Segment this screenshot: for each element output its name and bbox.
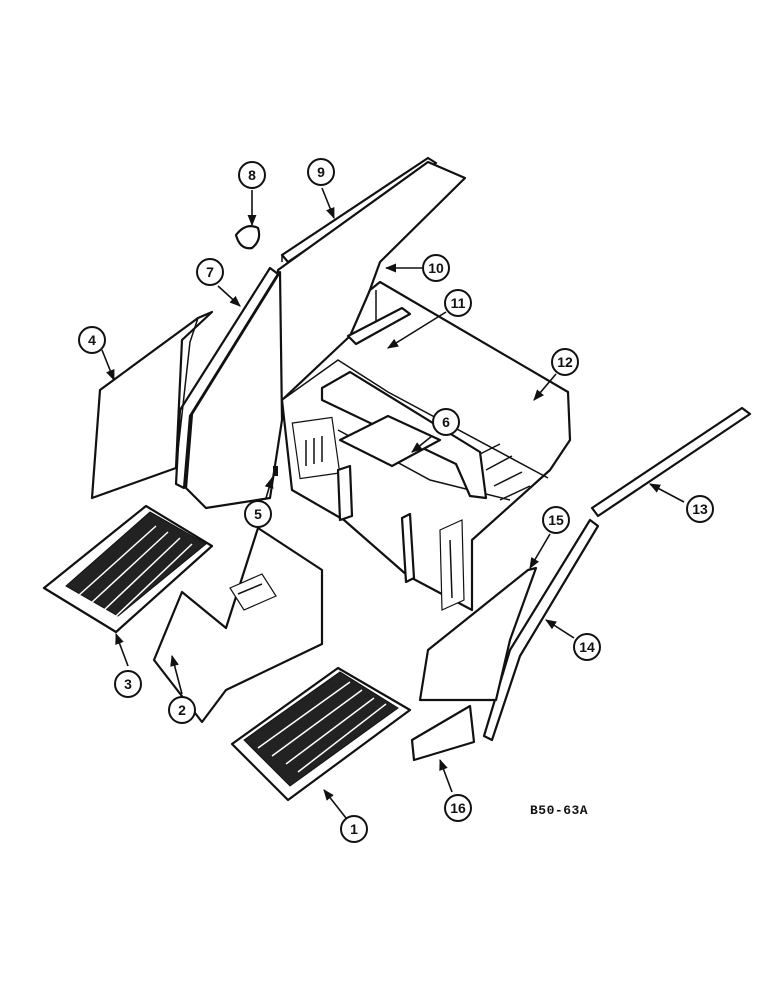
part-4-side-panel: [90, 310, 214, 500]
part-13-strip: [590, 406, 752, 518]
figure-reference-code: B50-63A: [530, 803, 589, 818]
callout-9: 9: [307, 158, 335, 186]
callout-7-label: 7: [206, 264, 214, 280]
callout-13-label: 13: [692, 501, 708, 517]
part-8-cap: [234, 225, 261, 250]
part-7-fender-side: [184, 270, 284, 510]
part-2-step-box: [152, 526, 324, 724]
callout-7: 7: [196, 258, 224, 286]
callout-14: 14: [573, 633, 601, 661]
callout-3: 3: [114, 670, 142, 698]
callout-12-label: 12: [557, 354, 573, 370]
callout-14-label: 14: [579, 639, 595, 655]
callout-10-label: 10: [428, 260, 444, 276]
callout-16: 16: [444, 794, 472, 822]
callout-6-label: 6: [442, 414, 450, 430]
callout-2: 2: [168, 696, 196, 724]
callout-1-label: 1: [350, 821, 358, 837]
part-15-fender-side-right: [418, 566, 538, 702]
callout-2-label: 2: [178, 702, 186, 718]
part-16-lower-panel: [410, 704, 476, 762]
callout-12: 12: [551, 348, 579, 376]
callout-8: 8: [238, 161, 266, 189]
callout-15-label: 15: [548, 512, 564, 528]
callout-8-label: 8: [248, 167, 256, 183]
part-6-floor-plate: [338, 414, 442, 468]
callout-4-label: 4: [88, 332, 96, 348]
callout-5: 5: [244, 500, 272, 528]
callout-3-label: 3: [124, 676, 132, 692]
part-3-step-grate: [42, 504, 214, 634]
callout-11-label: 11: [451, 295, 466, 311]
part-14-trim: [482, 518, 600, 742]
callout-9-label: 9: [317, 164, 325, 180]
part-1-step-grate: [230, 666, 412, 802]
callout-1: 1: [340, 815, 368, 843]
part-5-screw: [273, 466, 278, 476]
callout-13: 13: [686, 495, 714, 523]
callout-11: 11: [444, 289, 472, 317]
callout-16-label: 16: [450, 800, 466, 816]
callout-4: 4: [78, 326, 106, 354]
callout-5-label: 5: [254, 506, 262, 522]
callout-10: 10: [422, 254, 450, 282]
leader-lines: [101, 187, 685, 819]
callout-6: 6: [432, 408, 460, 436]
callout-15: 15: [542, 506, 570, 534]
